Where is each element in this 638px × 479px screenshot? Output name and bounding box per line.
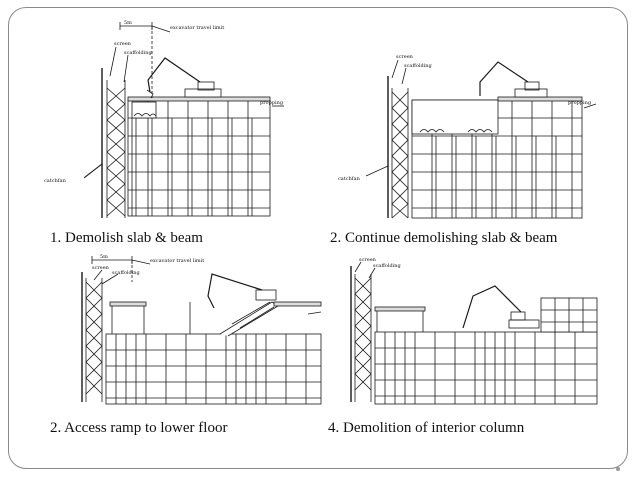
excavator-limit-label-3: excavator travel limit (150, 258, 204, 264)
caption-3: 2. Access ramp to lower floor (50, 420, 228, 436)
diagram-panel-4: screen scaffolding (345, 252, 603, 410)
diagram-panel-2: screen scaffolding propping catchfan (330, 48, 600, 223)
diagram-3-drawing: 5m excavator travel limit screen scaffol… (81, 254, 322, 405)
screen-label: screen (114, 41, 132, 47)
caption-1: 1. Demolish slab & beam (50, 230, 203, 246)
scaffolding-label-4: scaffolding (373, 263, 402, 269)
propping-label: propping (260, 100, 284, 106)
catchfan-label: catchfan (44, 178, 67, 184)
dimension-label-3: 5m (100, 254, 108, 260)
caption-2: 2. Continue demolishing slab & beam (330, 230, 558, 246)
dimension-label: 5m (124, 20, 132, 26)
scaffolding-label-2: scaffolding (404, 63, 433, 69)
diagram-2-drawing: screen scaffolding propping catchfan (338, 54, 597, 219)
screen-label-4: screen (359, 257, 377, 263)
diagram-4-drawing: screen scaffolding (350, 257, 598, 405)
screen-label-3: screen (92, 265, 110, 271)
caption-4: 4. Demolition of interior column (328, 420, 525, 436)
propping-label-2: propping (568, 100, 592, 106)
diagram-1-drawing: 5m excavator travel limit screen scaffol… (44, 20, 284, 218)
screen-label-2: screen (396, 54, 414, 60)
scaffolding-label: scaffolding (124, 50, 153, 56)
excavator-limit-label: excavator travel limit (170, 25, 224, 31)
scaffolding-label-3: scaffolding (112, 270, 141, 276)
diagram-panel-3: 5m excavator travel limit screen scaffol… (72, 252, 327, 410)
catchfan-label-2: catchfan (338, 176, 361, 182)
diagram-panel-1: 5m excavator travel limit screen scaffol… (40, 18, 290, 223)
slide-corner-marker (616, 467, 620, 471)
